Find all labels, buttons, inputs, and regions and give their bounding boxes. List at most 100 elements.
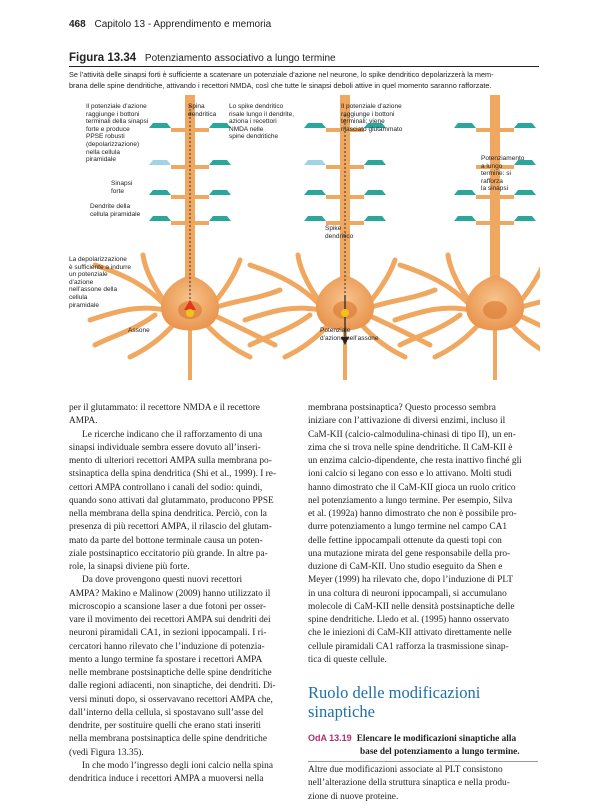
figure-name: Potenziamento associativo a lungo termin…	[144, 53, 336, 64]
text-column-right-end: Altre due modificazioni associate al PLT…	[308, 764, 538, 804]
text-line: una mutazione mirata del gene responsabi…	[308, 548, 511, 559]
label-line: Il potenziale d’azione	[86, 103, 147, 110]
label-spike-dendritic: Spike dendritico	[325, 225, 353, 240]
label-line: Sinapsi	[111, 180, 133, 187]
section-heading: Ruolo delle modificazioni sinaptiche	[308, 683, 538, 721]
text-line: ioni calcio si legano con esso e lo atti…	[308, 469, 512, 480]
text-line: role, la sinapsi diviene più forte.	[69, 562, 190, 572]
text-line: Da dove provengono questi nuovi recettor…	[82, 575, 243, 586]
paragraph: Le ricerche indicano che il rafforzament…	[69, 429, 299, 575]
text-line: delle fettine ippocampali ottenute da qu…	[308, 535, 502, 546]
label-line: (depolarizzazione)	[86, 140, 140, 148]
label-line: terminali della sinapsi	[86, 118, 149, 126]
text-line: spine dendritiche. Lledo et al. (1995) h…	[308, 615, 510, 625]
label-line: Spike	[325, 225, 342, 232]
figure-number: Figura 13.34	[69, 52, 137, 64]
text-line: dendritica induce i recettori AMPA a muo…	[69, 774, 264, 784]
objective-text: Elencare le modificazioni sinaptiche all…	[356, 734, 517, 744]
text-line: un enzima calcio-dipendente, che resta i…	[308, 456, 522, 466]
label-ap-strong: Il potenziale d’azione raggiunge i botto…	[86, 103, 148, 164]
label-line: termine: si	[481, 170, 511, 178]
text-line: dendrite, per sostituire quelli che eran…	[69, 721, 262, 731]
text-line: tica di queste cellule.	[308, 654, 387, 665]
text-line: membrana postsinaptica? Questo processo …	[308, 403, 496, 413]
label-line: cellula	[69, 293, 88, 301]
label-line: terminali; viene	[341, 118, 385, 126]
text-line: ziale postsinaptico eccitatorio più gran…	[69, 548, 268, 559]
text-line: Meyer (1999) ha rilevato che, dopo l’ind…	[308, 575, 513, 586]
page-number: 468	[69, 19, 86, 30]
text-line: neuroni piramidali CA1, in sezioni ippoc…	[69, 628, 267, 639]
paragraph: Da dove provengono questi nuovi recettor…	[69, 574, 299, 760]
objective-code: OdA 13.19	[308, 733, 352, 743]
text-line: mato da parte del bottone terminale caus…	[69, 535, 263, 546]
text-line: microscopio a scansione laser a due foto…	[69, 601, 267, 612]
figure-caption: Se l’attività delle sinapsi forti è suff…	[69, 70, 539, 91]
text-line: mento a lungo termine fa spostare i rece…	[69, 654, 263, 665]
label-line: piramidale	[69, 301, 99, 309]
label-line: PPSE robusti	[86, 133, 125, 141]
label-line: a lungo	[481, 162, 503, 170]
text-line: dall’interno della cellula, si spostavan…	[69, 707, 264, 718]
text-line: durre potenziamento a lungo termine nel …	[308, 522, 508, 533]
label-line: Il potenziale d’azione	[341, 103, 402, 110]
learning-objective: OdA 13.19 Elencare le modificazioni sinap…	[308, 732, 538, 759]
text-line: quando sono attivati dal glutammato, pro…	[69, 495, 274, 506]
label-line: NMDA nelle	[229, 125, 264, 133]
label-line: Spina	[188, 103, 205, 110]
label-line: la sinapsi	[481, 185, 509, 193]
heading-line: sinaptiche	[308, 701, 375, 721]
text-line: nel potenziamento a lungo termine. Per e…	[308, 495, 513, 506]
text-line: nella membrana postsinaptica delle spine…	[69, 734, 267, 745]
text-line: che le iniezioni di CaM-KII attivato dir…	[308, 628, 512, 639]
divider	[308, 761, 538, 762]
figure-rule	[69, 66, 539, 67]
text-column-right: membrana postsinaptica? Questo processo …	[308, 402, 538, 667]
text-line: (vedi Figura 13.35).	[69, 747, 144, 758]
label-line: dendritica	[188, 110, 217, 118]
paragraph: per il glutammato: il recettore NMDA e i…	[69, 402, 299, 429]
label-line: rilasciato glutammato	[341, 125, 403, 133]
label-glutamate: Il potenziale d’azione raggiunge i botto…	[341, 103, 402, 133]
chapter-title: Capitolo 13 - Apprendimento e memoria	[94, 19, 272, 30]
label-line: forte	[111, 187, 125, 195]
text-line: duzione di CaM-KII. Uno studio eseguito …	[308, 562, 503, 572]
text-line: mento di ulteriori recettori AMPA sulla …	[69, 456, 272, 466]
text-line: cellule piramidali CA1 rafforza la trasm…	[308, 641, 509, 652]
label-line: spine dendritiche	[229, 133, 279, 141]
label-line: raggiunge i bottoni	[341, 110, 395, 118]
text-line: molecole di CaM-KII nelle densità postsi…	[308, 601, 515, 612]
text-line: stsinaptica della spina dendritica (Shi …	[69, 469, 277, 480]
text-line: zima che si trova nelle spine dendritich…	[308, 442, 513, 453]
text-line: cettori AMPA controllano i canali del so…	[69, 482, 263, 493]
label-dendrite: Dendrite della cellula piramidale	[90, 203, 140, 218]
neuron-illustration	[60, 95, 540, 395]
text-line: zione di nuove proteine.	[308, 791, 399, 802]
label-line: dendritico	[325, 232, 354, 240]
text-line: Le ricerche indicano che il rafforzament…	[82, 429, 263, 440]
label-line: Lo spike dendritico	[229, 103, 284, 110]
text-line: nella membrana della spina dendritica. P…	[69, 509, 267, 519]
caption-line: brana delle spine dendritiche, attivando…	[69, 80, 492, 90]
label-line: nella cellula	[86, 148, 120, 156]
text-line: In che modo l’ingresso degli ioni calcio…	[82, 760, 273, 771]
text-line: in una coltura di neuroni ippocampali, s…	[308, 588, 507, 599]
text-column-left: per il glutammato: il recettore NMDA e i…	[69, 402, 299, 786]
text-line: Altre due modificazioni associate al PLT…	[308, 765, 503, 775]
label-dendritic-spike: Lo spike dendritico risale lungo il dend…	[229, 103, 294, 141]
text-line: vare il movimento dei recettori AMPA sui…	[69, 615, 271, 625]
figure-title: Figura 13.34 Potenziamento associativo a…	[69, 52, 539, 64]
label-line: d’azione nell’assone	[320, 334, 379, 342]
label-line: raggiunge i bottoni	[86, 110, 140, 118]
paragraph: In che modo l’ingresso degli ioni calcio…	[69, 760, 299, 787]
text-line: cercatori hanno rilevato che l’induzione…	[69, 641, 265, 652]
label-axon: Assone	[128, 327, 150, 335]
text-line: presenza di più recettori AMPA, il rilas…	[69, 522, 272, 533]
label-depolarization: La depolarizzazione è sufficiente a indu…	[69, 256, 131, 309]
label-line: Potenziale	[320, 327, 351, 334]
caption-line: Se l’attività delle sinapsi forti è suff…	[69, 70, 494, 79]
running-header: 468 Capitolo 13 - Apprendimento e memori…	[69, 19, 271, 30]
label-ltp: Potenziamento a lungo termine: si raffor…	[481, 155, 524, 193]
label-line: d’azione	[69, 278, 94, 286]
label-strong-synapse: Sinapsi forte	[111, 180, 132, 195]
